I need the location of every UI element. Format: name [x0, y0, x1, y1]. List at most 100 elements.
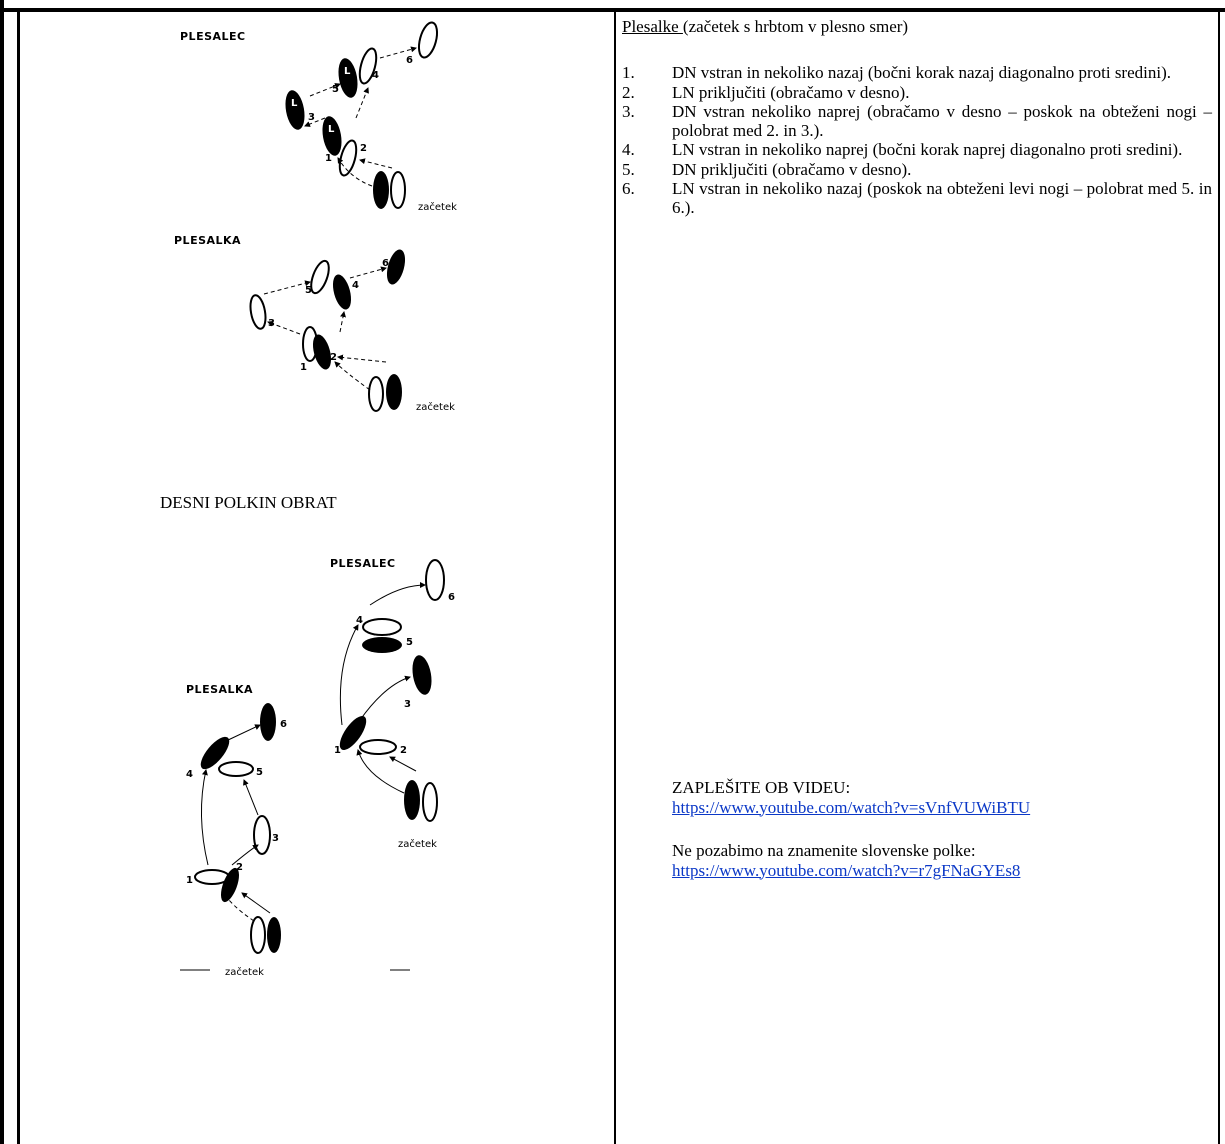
step-number: 5. — [622, 159, 635, 179]
video-links: ZAPLEŠITE OB VIDEU: https://www.youtube.… — [672, 778, 1030, 880]
step-number-label: 6 — [382, 258, 389, 269]
table-left-border — [17, 8, 20, 1144]
footprint-icon — [404, 780, 420, 820]
footprint-outline-icon — [425, 559, 445, 601]
footprint-outline-icon — [422, 782, 438, 822]
footprint-outline-icon — [338, 139, 358, 177]
video-label: ZAPLEŠITE OB VIDEU: — [672, 778, 851, 797]
heading-underlined: Plesalke — [622, 17, 683, 36]
step-text: DN vstran in nekoliko nazaj (bočni korak… — [672, 63, 1171, 83]
diagram-title: PLESALEC — [180, 30, 246, 43]
man-title: PLESALEC — [330, 557, 396, 570]
step-number-label: 4 — [356, 615, 363, 626]
step-number-label: 2 — [330, 352, 337, 363]
svg-text:L: L — [344, 66, 351, 77]
step-text: LN vstran in nekoliko nazaj (poskok na o… — [672, 179, 1212, 218]
step-number-label: 1 — [186, 875, 193, 886]
footprint-icon — [339, 715, 367, 751]
instructions-cell: Plesalke (začetek s hrbtom v plesno smer… — [622, 17, 1212, 218]
footprint-outline-icon — [417, 21, 439, 59]
svg-text:L: L — [291, 98, 298, 109]
table-top-border — [0, 0, 1225, 12]
step-number: 1. — [622, 63, 635, 83]
list-item: 1. DN vstran in nekoliko nazaj (bočni kor… — [622, 63, 1212, 82]
footprint-outline-icon — [250, 916, 266, 954]
step-number-label: 5 — [332, 84, 339, 95]
step-text: LN vstran in nekoliko naprej (bočni kora… — [672, 140, 1183, 160]
plesalec-step-diagram: PLESALEC L L L 1 2 3 4 5 6 — [160, 18, 490, 218]
footprint-icon: L — [322, 116, 342, 156]
footprint-icon — [267, 917, 281, 953]
step-number-label: 2 — [360, 143, 367, 154]
footprint-icon — [200, 736, 230, 770]
footprint-icon — [386, 249, 406, 285]
step-number-label: 1 — [300, 362, 307, 373]
footprint-icon — [386, 374, 402, 410]
footprint-outline-icon — [302, 326, 318, 362]
step-number-label: 6 — [448, 592, 455, 603]
step-number-label: 1 — [325, 153, 332, 164]
woman-title: PLESALKA — [186, 683, 253, 696]
footprint-outline-icon — [218, 761, 254, 777]
footprint-outline-icon — [390, 171, 406, 209]
step-number: 6. — [622, 179, 635, 199]
step-number-label: 1 — [334, 745, 341, 756]
footprint-outline-icon — [362, 618, 402, 636]
footprint-icon — [412, 655, 432, 695]
footprint-outline-icon — [253, 815, 271, 855]
step-text: DN vstran nekoliko naprej (obračamo v de… — [672, 101, 1212, 141]
step-number-label: 2 — [236, 862, 243, 873]
diagram-title: PLESALKA — [174, 234, 241, 247]
step-number-label: 5 — [406, 637, 413, 648]
step-number: 3. — [622, 101, 635, 121]
step-number-label: 2 — [400, 745, 407, 756]
table-outer-left-border — [0, 0, 4, 1144]
video-link-1[interactable]: https://www.youtube.com/watch?v=sVnfVUWi… — [672, 797, 1031, 817]
footprint-icon — [373, 171, 389, 209]
plesalka-step-diagram: PLESALKA 1 2 3 4 5 6 začetek — [160, 222, 490, 422]
step-number: 4. — [622, 140, 635, 160]
woman-start-label: začetek — [225, 966, 264, 978]
polke-label: Ne pozabimo na znamenite slovenske polke… — [672, 841, 976, 860]
table-column-divider — [614, 8, 616, 1144]
step-number-label: 3 — [308, 112, 315, 123]
step-number-label: 3 — [268, 318, 275, 329]
footprint-outline-icon — [359, 739, 397, 755]
footprint-outline-icon — [249, 294, 267, 330]
list-item: 5. DN priključiti (obračamo v desno). — [622, 160, 1212, 179]
step-number-label: 3 — [404, 699, 411, 710]
list-item: 2. LN priključiti (obračamo v desno). — [622, 83, 1212, 102]
step-number-label: 5 — [256, 767, 263, 778]
list-item: 3. DN vstran nekoliko naprej (obračamo v … — [622, 102, 1212, 141]
step-number-label: 4 — [186, 769, 193, 780]
step-text: LN priključiti (obračamo v desno). — [672, 82, 910, 102]
step-text: DN priključiti (obračamo v desno). — [672, 159, 912, 179]
footprint-icon — [260, 703, 276, 741]
footprint-outline-icon — [368, 376, 384, 412]
heading-rest: (začetek s hrbtom v plesno smer) — [682, 17, 909, 36]
step-number: 2. — [622, 82, 635, 102]
section-title: DESNI POLKIN OBRAT — [160, 493, 337, 512]
list-item: 6. LN vstran in nekoliko nazaj (poskok na… — [622, 179, 1212, 218]
man-start-label: začetek — [398, 838, 437, 850]
svg-text:L: L — [328, 124, 335, 135]
step-number-label: 5 — [305, 285, 312, 296]
step-number-label: 4 — [352, 280, 359, 291]
footprint-icon: L — [338, 58, 358, 98]
step-number-label: 4 — [372, 70, 379, 81]
footprint-icon — [362, 637, 402, 653]
steps-list: 1. DN vstran in nekoliko nazaj (bočni kor… — [622, 63, 1212, 217]
list-item: 4. LN vstran in nekoliko naprej (bočni ko… — [622, 140, 1212, 159]
polka-turn-diagram: PLESALEC PLESALKA 1 2 3 4 5 6 začetek — [160, 545, 490, 985]
step-number-label: 3 — [272, 833, 279, 844]
step-number-label: 6 — [280, 719, 287, 730]
footprint-icon: L — [285, 90, 305, 130]
footprint-outline-icon — [358, 47, 378, 85]
footprint-outline-icon — [310, 259, 330, 295]
instructions-heading: Plesalke (začetek s hrbtom v plesno smer… — [622, 17, 1212, 36]
start-label: začetek — [416, 401, 455, 413]
video-link-2[interactable]: https://www.youtube.com/watch?v=r7gFNaGY… — [672, 860, 1021, 880]
step-number-label: 6 — [406, 55, 413, 66]
footprint-icon — [332, 274, 352, 310]
table-right-border — [1218, 8, 1220, 1144]
